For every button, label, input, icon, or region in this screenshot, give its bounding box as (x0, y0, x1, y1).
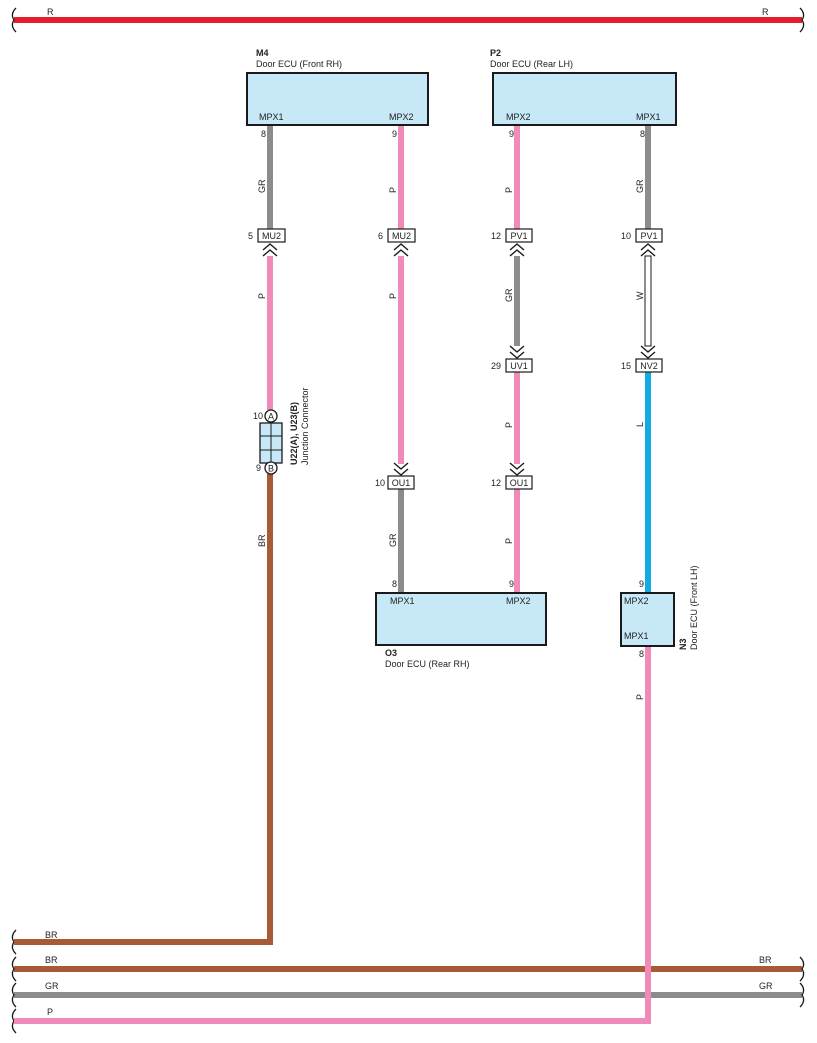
ecu-m4-code: M4 (256, 48, 269, 58)
wire-label: P (504, 422, 514, 428)
connector-uv1 (505, 358, 533, 373)
wire-col4-w (644, 255, 652, 347)
ecu-n3-pin-mpx2: MPX2 (624, 596, 649, 606)
ecu-n3-desc: Door ECU (Front LH) (689, 565, 699, 650)
connector-name: NV2 (640, 361, 658, 371)
connector-name: OU1 (510, 478, 529, 488)
pin-number: 9 (509, 579, 514, 589)
pin-number: 8 (639, 649, 644, 659)
wire-label: L (635, 422, 645, 427)
ecu-o3-code: O3 (385, 648, 397, 658)
bus-label-gr-right: GR (759, 981, 773, 991)
ecu-m4-desc: Door ECU (Front RH) (256, 59, 342, 69)
wire-break-right-icon (799, 7, 805, 33)
connector-name: OU1 (392, 478, 411, 488)
junction-pin-a: 10 (253, 411, 263, 421)
ecu-o3-box (375, 592, 547, 646)
pin-number: 9 (392, 129, 397, 139)
wire-break-right-icon (799, 982, 805, 1008)
wire-label: P (388, 187, 398, 193)
wire-label: P (257, 293, 267, 299)
pin-number: 9 (639, 579, 644, 589)
wire-label: GR (504, 288, 514, 302)
wire-break-right-icon (799, 956, 805, 982)
ecu-m4-box (246, 72, 429, 126)
ecu-n3-pin-mpx1: MPX1 (624, 631, 649, 641)
connector-chevron-up-icon (393, 243, 409, 257)
junction-letter-b: B (268, 464, 274, 474)
pin-number: 8 (261, 129, 266, 139)
wire-label: P (504, 187, 514, 193)
connector-name: PV1 (640, 231, 657, 241)
wire-label: P (388, 293, 398, 299)
wire-label: GR (635, 179, 645, 193)
pin-number: 9 (509, 129, 514, 139)
connector-ou1-a (387, 475, 415, 490)
ecu-o3-desc: Door ECU (Rear RH) (385, 659, 470, 669)
bus-label-gr-left: GR (45, 981, 59, 991)
connector-chevron-down-icon (640, 345, 656, 359)
connector-chevron-up-icon (640, 243, 656, 257)
connector-chevron-down-icon (393, 462, 409, 476)
connector-name: MU2 (392, 231, 411, 241)
bus-label-p-left: P (47, 1007, 53, 1017)
connector-pin: 5 (248, 231, 253, 241)
junction-desc: Junction Connector (300, 387, 310, 465)
junction-pin-b-icon (264, 461, 278, 475)
connector-pin: 12 (491, 231, 501, 241)
connector-pin: 6 (378, 231, 383, 241)
ecu-m4-pin-mpx1: MPX1 (259, 112, 284, 122)
ecu-o3-pin-mpx1: MPX1 (390, 596, 415, 606)
bus-label-br2-left: BR (45, 955, 58, 965)
wire-break-left-icon (11, 982, 17, 1008)
ecu-p2-box (492, 72, 677, 126)
wire-label: W (635, 291, 645, 300)
connector-pv1-a (505, 228, 533, 243)
junction-code: U22(A), U23(B) (289, 402, 299, 465)
connector-nv2 (635, 358, 663, 373)
connector-chevron-up-icon (509, 243, 525, 257)
connector-chevron-down-icon (509, 345, 525, 359)
ecu-n3-code: N3 (678, 638, 688, 650)
connector-mu2-b (387, 228, 416, 243)
ecu-m4-pin-mpx2: MPX2 (389, 112, 414, 122)
connector-name: PV1 (510, 231, 527, 241)
bus-label-br2-right: BR (759, 955, 772, 965)
junction-pin-a-icon (264, 409, 278, 423)
ecu-o3-pin-mpx2: MPX2 (506, 596, 531, 606)
wire-break-left-icon (11, 7, 17, 33)
connector-pin: 15 (621, 361, 631, 371)
connector-pin: 10 (621, 231, 631, 241)
connector-pv1-b (635, 228, 663, 243)
junction-pin-b: 9 (256, 463, 261, 473)
ecu-p2-desc: Door ECU (Rear LH) (490, 59, 573, 69)
junction-letter-a: A (268, 412, 274, 422)
ecu-p2-pin-mpx1: MPX1 (636, 112, 661, 122)
ecu-p2-pin-mpx2: MPX2 (506, 112, 531, 122)
connector-chevron-up-icon (262, 243, 278, 257)
pin-number: 8 (640, 129, 645, 139)
connector-pin: 10 (375, 478, 385, 488)
connector-name: MU2 (262, 231, 281, 241)
bus-label-r-left: R (47, 7, 54, 17)
connector-pin: 29 (491, 361, 501, 371)
bus-label-br-left: BR (45, 930, 58, 940)
wire-label: P (635, 694, 645, 700)
connector-pin: 12 (491, 478, 501, 488)
wire-label: GR (388, 533, 398, 547)
wire-label: P (504, 538, 514, 544)
wire-n3-mpx1-p (14, 646, 651, 1024)
wire-break-left-icon (11, 956, 17, 982)
connector-mu2-a (257, 228, 286, 243)
connector-ou1-b (505, 475, 533, 490)
bus-label-r-right: R (762, 7, 769, 17)
pin-number: 8 (392, 579, 397, 589)
connector-name: UV1 (510, 361, 528, 371)
wire-label: BR (257, 534, 267, 547)
ecu-p2-code: P2 (490, 48, 501, 58)
ecu-n3-box (620, 592, 675, 647)
wire-label: GR (257, 179, 267, 193)
connector-chevron-down-icon (509, 462, 525, 476)
